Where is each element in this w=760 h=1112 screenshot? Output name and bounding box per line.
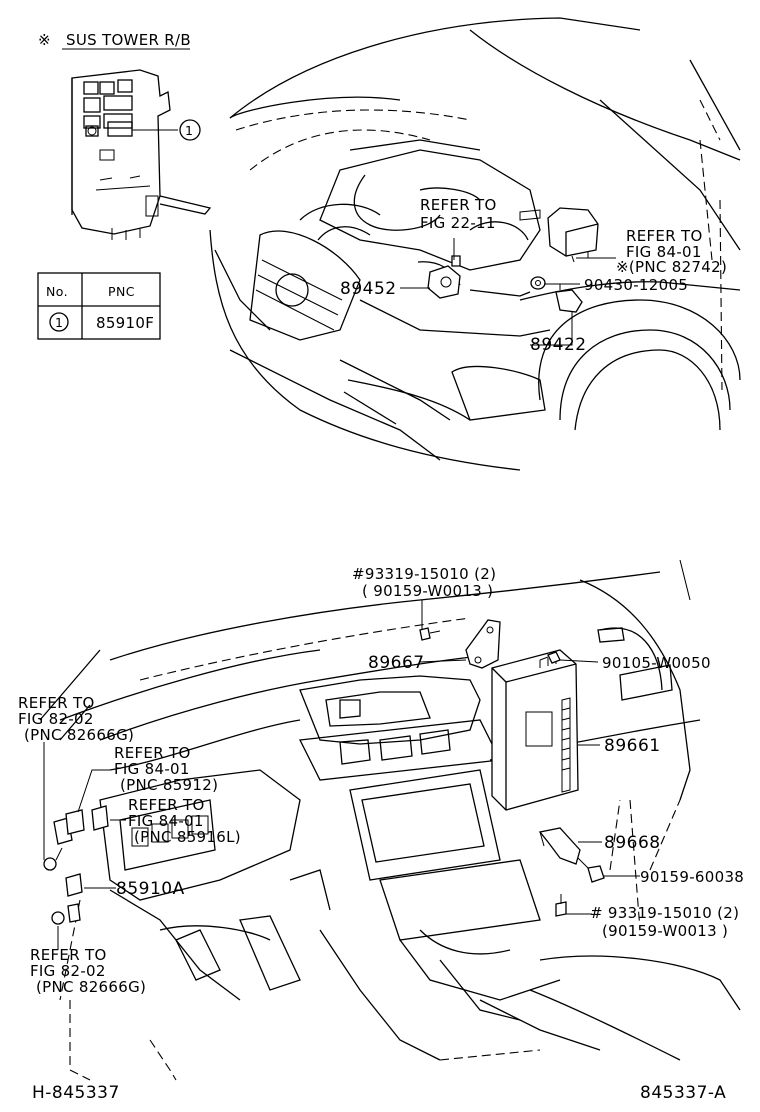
ecu-89661 <box>491 649 579 811</box>
bracket-89667 <box>465 619 501 669</box>
pnc-table-row-pnc: 85910F <box>96 314 154 332</box>
washer-90430 <box>530 276 546 290</box>
footer-right-code: 845337-A <box>640 1083 726 1103</box>
part-label-89452: 89452 <box>340 279 397 299</box>
bolt-top <box>419 627 441 641</box>
part-label-89667: 89667 <box>368 653 425 673</box>
refer-82-02-top-line2: FIG 82-02 <box>18 710 94 728</box>
part-label-85910a: 85910A <box>116 879 185 899</box>
refer-82-02-top-line1: REFER TO <box>18 694 95 712</box>
part-label-90105-w0050: 90105-W0050 <box>602 654 711 672</box>
car-front-drawing <box>209 17 741 471</box>
callout-circle-1 <box>179 119 201 141</box>
part-label-89422: 89422 <box>530 335 587 355</box>
part-label-90159-60038: 90159-60038 <box>640 868 744 886</box>
pnc-table-row-circle <box>49 312 69 332</box>
pnc-table-header-no: No. <box>46 284 68 299</box>
relay-82666g-bottom <box>51 903 81 925</box>
bolt-90159-60038 <box>577 857 605 883</box>
part-label-90430-12005: 90430-12005 <box>584 276 688 294</box>
refer-fig-22-11-line2: FIG 22-11 <box>420 214 496 232</box>
leader-89422 <box>530 312 573 346</box>
relay-block-drawing <box>71 69 212 240</box>
refer-84-01-a-line3: (PNC 85912) <box>120 776 218 794</box>
part-label-89668: 89668 <box>604 833 661 853</box>
bolt-top-alt-label: ( 90159-W0013 ) <box>362 582 493 600</box>
refer-82-02-bottom-line1: REFER TO <box>30 946 107 964</box>
dashboard-drawing <box>39 559 741 1081</box>
pnc-table-header-pnc: PNC <box>108 284 135 299</box>
leader-89667 <box>419 659 467 663</box>
sensor-89422 <box>555 283 583 313</box>
part-label-89661: 89661 <box>604 736 661 756</box>
refer-84-01-b-line2: FIG 84-01 <box>128 812 204 830</box>
refer-84-01-a-line1: REFER TO <box>114 744 191 762</box>
refer-84-01-b-line1: REFER TO <box>128 796 205 814</box>
bolt-bottom <box>555 894 567 917</box>
refer-fig-84-01-line1: REFER TO <box>626 227 703 245</box>
bracket-89668 <box>538 827 581 865</box>
refer-fig-84-01-line2: FIG 84-01 <box>626 243 702 261</box>
relay-85916l <box>91 805 109 831</box>
pnc-82742: ※(PNC 82742) <box>616 258 727 276</box>
header-mark: ※ <box>38 31 51 49</box>
relay-85910a <box>65 873 83 897</box>
bolt-bottom-alt-label: (90159-W0013 ) <box>602 922 728 940</box>
leader-85912 <box>77 769 110 813</box>
washer-hole <box>535 280 541 286</box>
bolt-top-label: #93319-15010 (2) <box>352 565 496 583</box>
relay-85912 <box>65 809 85 835</box>
refer-82-02-top-line3: (PNC 82666G) <box>24 726 134 744</box>
callout-circle-1-label: 1 <box>185 123 193 138</box>
refer-82-02-bottom-line2: FIG 82-02 <box>30 962 106 980</box>
pnc-table-row-no: 1 <box>55 315 63 330</box>
refer-fig-22-11-line1: REFER TO <box>420 196 497 214</box>
footer-left-code: H-845337 <box>32 1083 120 1103</box>
refer-82-02-bottom-line3: (PNC 82666G) <box>36 978 146 996</box>
pnc-table <box>37 272 161 340</box>
leader-90105 <box>559 659 599 663</box>
bolt-bottom-label: # 93319-15010 (2) <box>590 904 739 922</box>
refer-84-01-b-line3: (PNC 85916L) <box>134 828 241 846</box>
refer-84-01-a-line2: FIG 84-01 <box>114 760 190 778</box>
header-title: SUS TOWER R/B <box>66 31 191 49</box>
